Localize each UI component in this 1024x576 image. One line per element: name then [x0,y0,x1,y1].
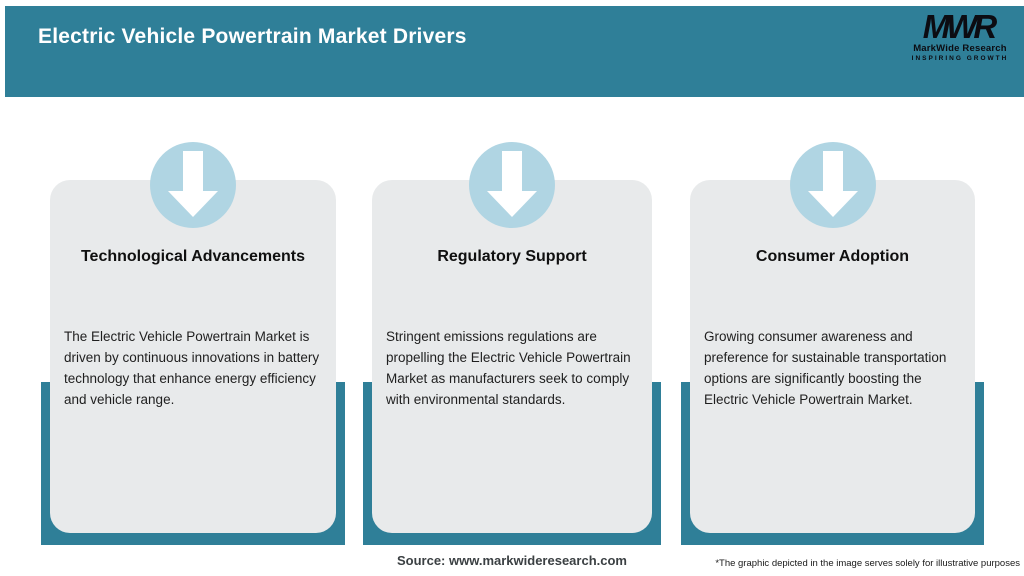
driver-card-regulatory-support: Regulatory Support Stringent emissions r… [363,142,661,545]
card-body: Stringent emissions regulations are prop… [386,329,631,407]
logo-tagline: INSPIRING GROWTH [911,55,1009,62]
disclaimer-text: *The graphic depicted in the image serve… [715,558,1020,569]
card-body: The Electric Vehicle Powertrain Market i… [64,329,320,407]
brand-logo: MWR MarkWide Research INSPIRING GROWTH [908,8,1012,62]
card-panel: Regulatory Support Stringent emissions r… [372,180,652,533]
down-arrow-icon [789,142,876,228]
source-text: Source: www.markwideresearch.com [396,553,627,568]
card-panel: Consumer Adoption Growing consumer aware… [690,180,975,533]
mwr-logo-icon: MWR [922,8,997,45]
card-title: Regulatory Support [437,248,587,265]
card-title: Consumer Adoption [755,248,910,265]
page-title: Electric Vehicle Powertrain Market Drive… [38,25,467,48]
card-body: Growing consumer awareness and preferenc… [704,329,947,407]
down-arrow-icon [150,142,236,228]
driver-card-technological-advancements: Technological Advancements The Electric … [41,142,345,545]
down-arrow-icon [469,142,555,228]
driver-card-consumer-adoption: Consumer Adoption Growing consumer aware… [681,142,984,545]
header-bar: Electric Vehicle Powertrain Market Drive… [5,6,1024,97]
logo-name: MarkWide Research [913,43,1007,54]
card-title: Technological Advancements [80,248,306,265]
card-panel: Technological Advancements The Electric … [50,180,336,533]
